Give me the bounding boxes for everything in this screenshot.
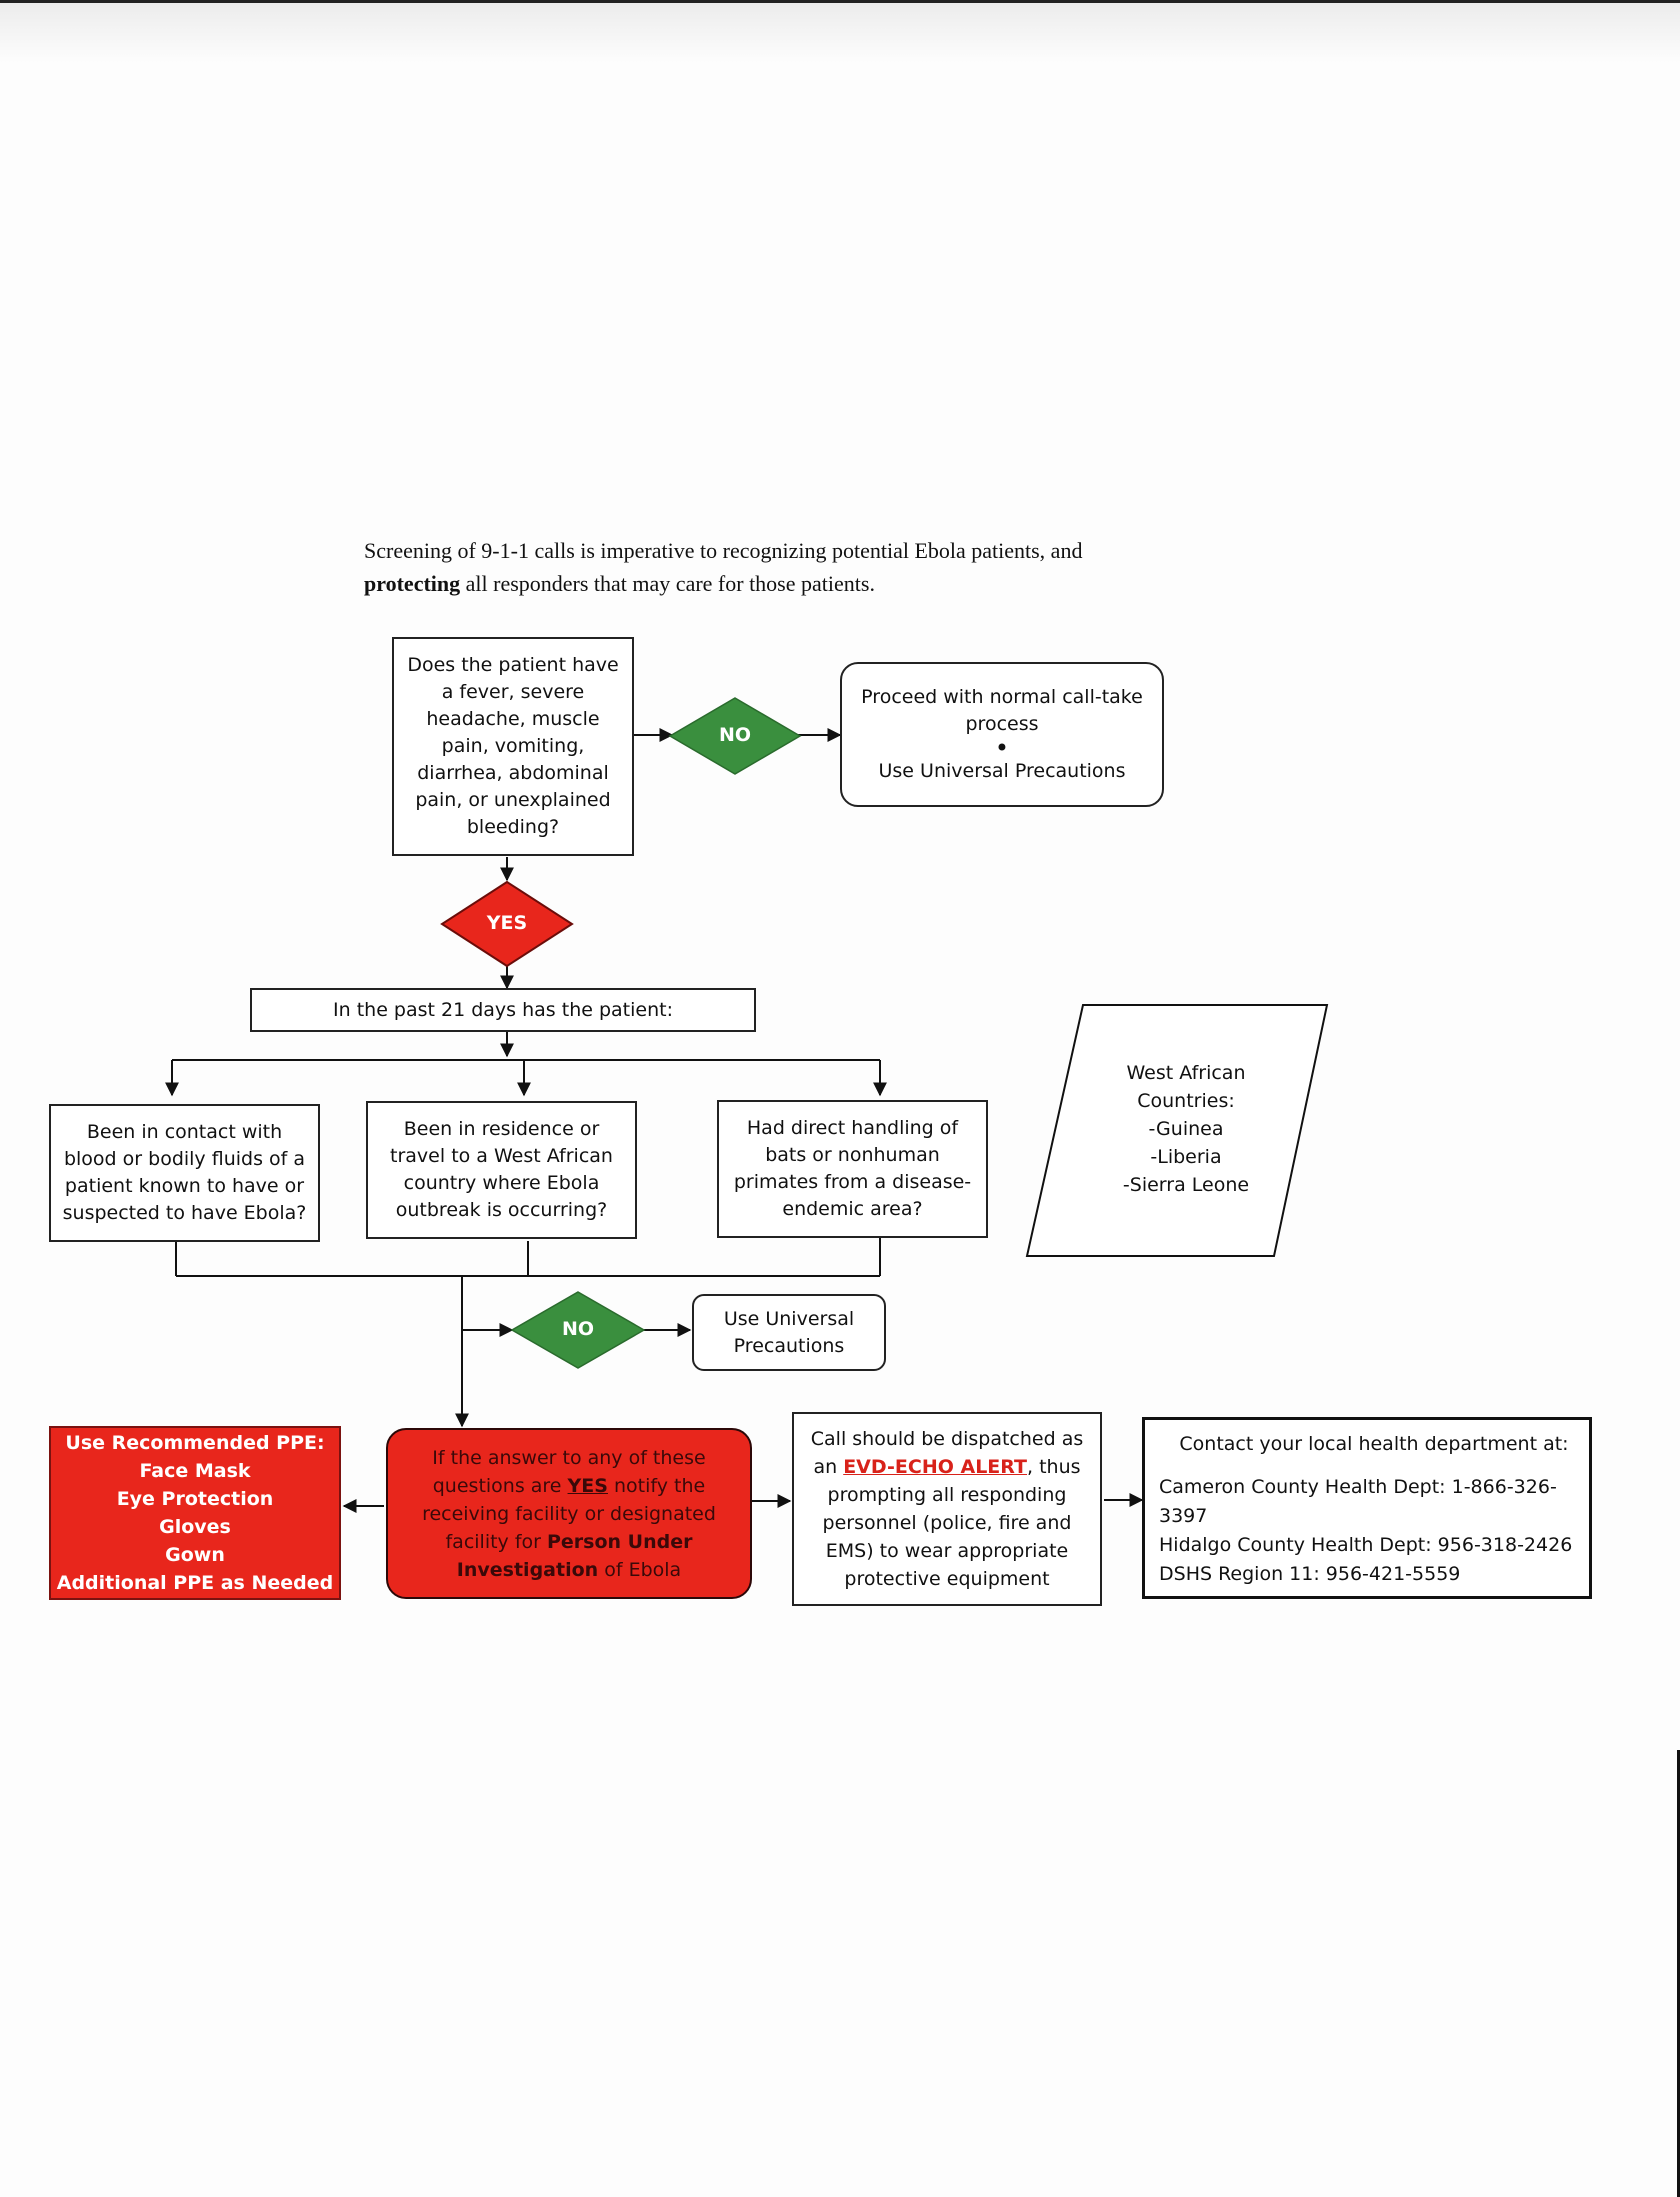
notify-line: facility for Person Under xyxy=(445,1528,692,1556)
contact-line: Cameron County Health Dept: 1-866-326-33… xyxy=(1159,1476,1557,1527)
symptoms-line: pain, or unexplained xyxy=(415,789,611,811)
scan-shadow xyxy=(0,3,1680,63)
criteria-line: Been in contact with xyxy=(86,1121,283,1143)
ppe-box: Use Recommended PPE: Face Mask Eye Prote… xyxy=(49,1426,341,1600)
criteria-line: country where Ebola xyxy=(403,1172,600,1194)
west-african-line: West African xyxy=(1126,1062,1246,1084)
criteria-animals-box: Had direct handling of bats or nonhuman … xyxy=(717,1100,988,1238)
symptoms-line: pain, vomiting, xyxy=(441,735,585,757)
notify-line: questions are YES notify the xyxy=(433,1472,705,1500)
symptoms-line: Does the patient have xyxy=(407,654,619,676)
intro-bold-word: protecting xyxy=(364,571,461,596)
criteria-line: endemic area? xyxy=(782,1198,923,1220)
dispatch-line: personnel (police, fire and xyxy=(822,1512,1072,1534)
notify-text: facility for xyxy=(445,1530,547,1553)
dispatch-line: an EVD-ECHO ALERT, thus xyxy=(813,1453,1080,1481)
symptoms-line: bleeding? xyxy=(466,816,560,838)
notify-text: notify the xyxy=(607,1474,706,1497)
notify-yes: YES xyxy=(567,1474,608,1497)
criteria-contact-box: Been in contact with blood or bodily flu… xyxy=(49,1104,320,1242)
dispatch-box: Call should be dispatched as an EVD-ECHO… xyxy=(792,1412,1102,1606)
criteria-line: travel to a West African xyxy=(390,1145,613,1167)
intro-line-1: Screening of 9-1-1 calls is imperative t… xyxy=(364,538,1083,563)
past-21-days-box: In the past 21 days has the patient: xyxy=(250,988,756,1032)
universal-precautions-box: Use Universal Precautions xyxy=(692,1294,886,1371)
intro-text: Screening of 9-1-1 calls is imperative t… xyxy=(364,534,1264,600)
intro-line-2-rest: all responders that may care for those p… xyxy=(460,571,875,596)
criteria-line: bats or nonhuman xyxy=(765,1144,940,1166)
notify-line: receiving facility or designated xyxy=(422,1502,716,1525)
notify-bold: Person Under xyxy=(547,1530,693,1553)
criteria-line: primates from a disease- xyxy=(733,1171,972,1193)
normal-process-line: Use Universal Precautions xyxy=(878,760,1126,782)
intro-line-2: protecting all responders that may care … xyxy=(364,567,1264,600)
notify-line: If the answer to any of these xyxy=(432,1446,706,1469)
no-label-1: NO xyxy=(718,724,752,746)
contact-line: Hidalgo County Health Dept: 956-318-2426 xyxy=(1159,1534,1573,1556)
contact-health-dept-box: Contact your local health department at:… xyxy=(1142,1417,1592,1599)
west-african-parallelogram xyxy=(1025,1004,1329,1257)
decision-yes-diamond xyxy=(440,880,574,968)
scan-top-edge xyxy=(0,0,1680,3)
ppe-line: Additional PPE as Needed xyxy=(56,1572,334,1594)
contact-title: Contact your local health department at: xyxy=(1179,1433,1569,1455)
no-label-2: NO xyxy=(561,1318,595,1340)
symptoms-line: a fever, severe xyxy=(441,681,585,703)
universal-line: Precautions xyxy=(733,1334,845,1357)
dispatch-text: , thus xyxy=(1027,1456,1081,1478)
ppe-line: Use Recommended PPE: xyxy=(65,1432,325,1454)
notify-text: questions are xyxy=(432,1474,568,1497)
west-african-line: -Guinea xyxy=(1148,1118,1224,1140)
ppe-line: Face Mask xyxy=(139,1460,251,1482)
dispatch-line: protective equipment xyxy=(844,1568,1050,1590)
yes-label: YES xyxy=(486,912,528,934)
decision-no-diamond-1 xyxy=(668,697,802,775)
symptoms-question-box: Does the patient have a fever, severe he… xyxy=(392,637,634,856)
notify-facility-box: If the answer to any of these questions … xyxy=(386,1428,752,1599)
normal-process-line: Proceed with normal call-take xyxy=(861,686,1143,708)
dispatch-line: prompting all responding xyxy=(827,1484,1067,1506)
ppe-line: Gown xyxy=(165,1544,225,1566)
past-21-days-label: In the past 21 days has the patient: xyxy=(333,998,673,1021)
notify-line: Investigation of Ebola xyxy=(457,1556,681,1584)
contact-line: DSHS Region 11: 956-421-5559 xyxy=(1159,1563,1461,1585)
notify-text: of Ebola xyxy=(598,1558,682,1581)
criteria-line: outbreak is occurring? xyxy=(395,1199,608,1221)
dispatch-text: an xyxy=(813,1456,844,1478)
evd-echo-alert: EVD-ECHO ALERT xyxy=(843,1456,1028,1478)
dispatch-line: EMS) to wear appropriate xyxy=(825,1540,1069,1562)
criteria-line: suspected to have Ebola? xyxy=(62,1202,307,1224)
west-african-line: -Liberia xyxy=(1150,1146,1222,1168)
decision-no-diamond-2 xyxy=(510,1291,646,1369)
ppe-line: Gloves xyxy=(159,1516,231,1538)
normal-process-line: process xyxy=(965,713,1039,735)
symptoms-line: headache, muscle xyxy=(426,708,600,730)
normal-process-box: Proceed with normal call-take process • … xyxy=(840,662,1164,807)
criteria-line: blood or bodily fluids of a xyxy=(63,1148,306,1170)
west-african-line: Countries: xyxy=(1137,1090,1235,1112)
criteria-line: Had direct handling of xyxy=(746,1117,959,1139)
ppe-line: Eye Protection xyxy=(116,1488,274,1510)
scan-right-edge xyxy=(1677,1750,1680,2197)
west-african-text: West African Countries: -Guinea -Liberia… xyxy=(1062,1059,1310,1199)
criteria-line: Been in residence or xyxy=(403,1118,600,1140)
bullet-icon: • xyxy=(994,734,1010,762)
criteria-travel-box: Been in residence or travel to a West Af… xyxy=(366,1101,637,1239)
dispatch-line: Call should be dispatched as xyxy=(810,1428,1084,1450)
west-african-line: -Sierra Leone xyxy=(1122,1174,1250,1196)
symptoms-line: diarrhea, abdominal xyxy=(417,762,609,784)
criteria-line: patient known to have or xyxy=(64,1175,305,1197)
notify-bold: Investigation xyxy=(456,1558,599,1581)
universal-line: Use Universal xyxy=(723,1307,855,1330)
